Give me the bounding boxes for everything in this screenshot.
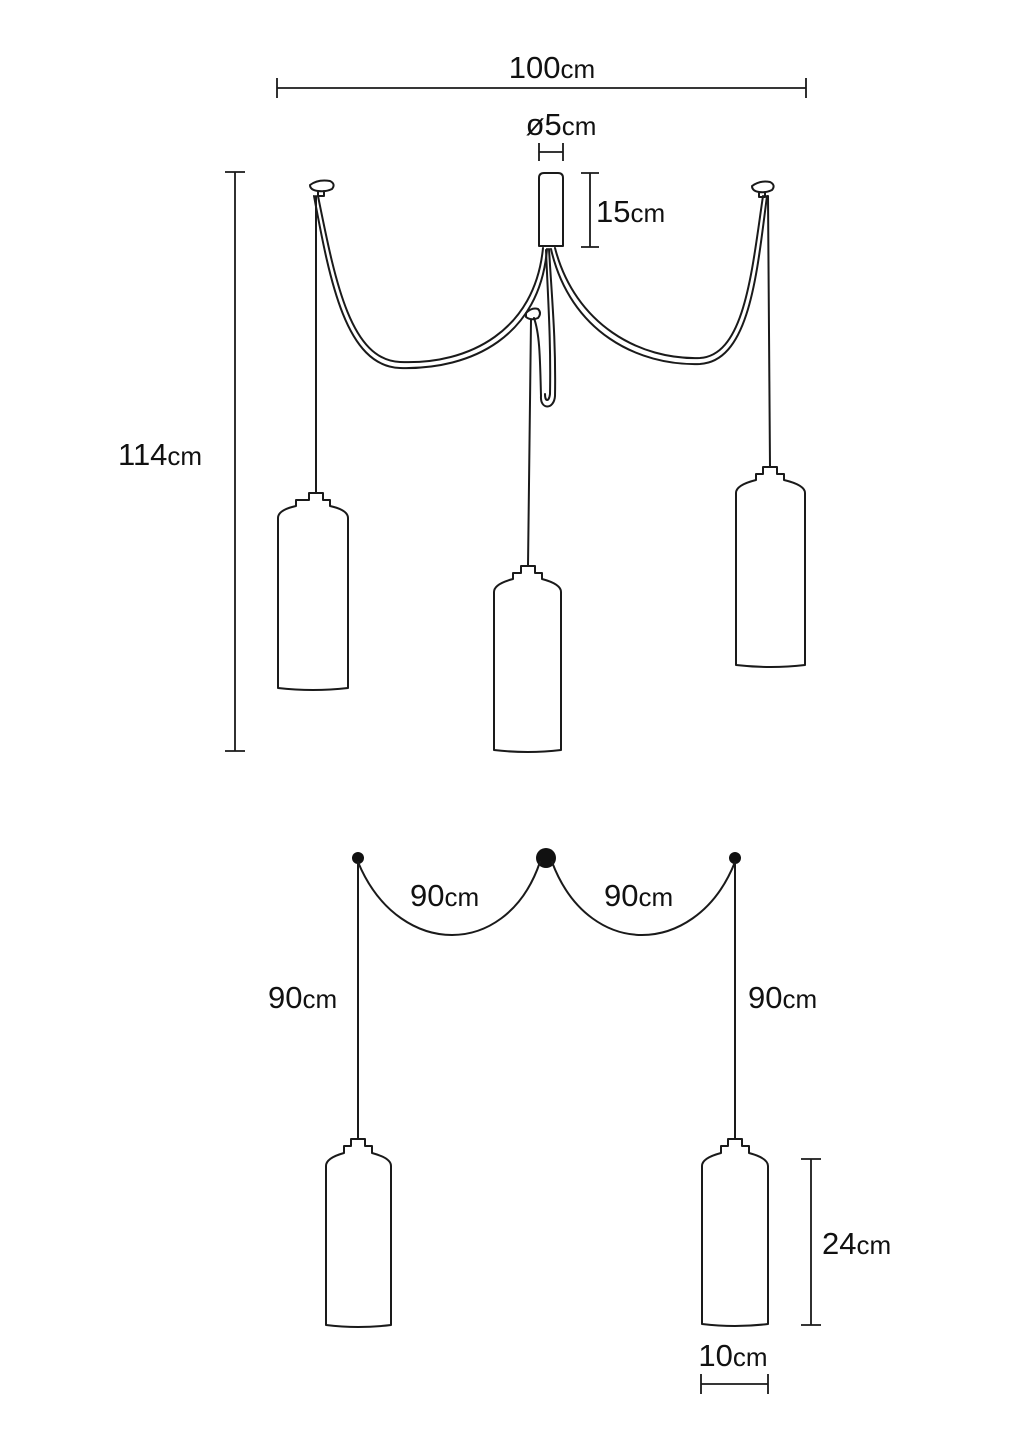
dimension-canopy-height: 15cm <box>581 172 665 248</box>
dimension-shade-width: 10cm <box>698 1338 769 1394</box>
cable-right-arc-schematic <box>551 861 736 936</box>
label-total-height: 114cm <box>118 437 202 472</box>
anchor-center-icon <box>536 848 556 868</box>
label-canopy-diameter: ø5cm <box>526 107 597 142</box>
label-cable-right-drop: 90cm <box>748 980 817 1015</box>
pendant-shade-left-icon <box>277 492 349 691</box>
canopy-icon <box>538 172 564 247</box>
drop-cable-right <box>767 195 771 468</box>
label-total-width: 100cm <box>509 50 595 85</box>
dimension-shade-height: 24cm <box>801 1158 891 1326</box>
cable-left-arc <box>313 195 548 370</box>
label-canopy-height: 15cm <box>596 194 665 229</box>
pendant-shade-schematic-left-icon <box>325 1138 392 1328</box>
dimension-total-width: 100cm <box>276 50 807 98</box>
label-cable-left-drop: 90cm <box>268 980 337 1015</box>
anchor-right-icon <box>729 852 741 864</box>
perspective-view: 100cm ø5cm 15cm 114cm <box>118 50 807 753</box>
dimension-total-height: 114cm <box>118 171 245 752</box>
drop-cable-middle <box>527 319 532 567</box>
label-cable-left-arc: 90cm <box>410 878 479 913</box>
schematic-view: 90cm 90cm 90cm 90cm 24cm 10cm <box>268 848 891 1394</box>
label-shade-height: 24cm <box>822 1226 891 1261</box>
pendant-shade-middle-icon <box>493 565 562 753</box>
pendant-shade-right-icon <box>735 466 806 668</box>
label-shade-width: 10cm <box>698 1338 767 1373</box>
cable-left-arc-schematic <box>357 861 541 936</box>
anchor-left-icon <box>352 852 364 864</box>
dimension-canopy-diameter: ø5cm <box>526 107 597 161</box>
ceiling-hook-middle-icon <box>525 307 541 321</box>
ceiling-hook-right-icon <box>751 180 775 198</box>
label-cable-right-arc: 90cm <box>604 878 673 913</box>
ceiling-hook-left-icon <box>309 179 335 197</box>
pendant-shade-schematic-right-icon <box>701 1138 769 1327</box>
cable-middle-loop <box>533 248 557 408</box>
cable-right-arc <box>550 195 768 366</box>
